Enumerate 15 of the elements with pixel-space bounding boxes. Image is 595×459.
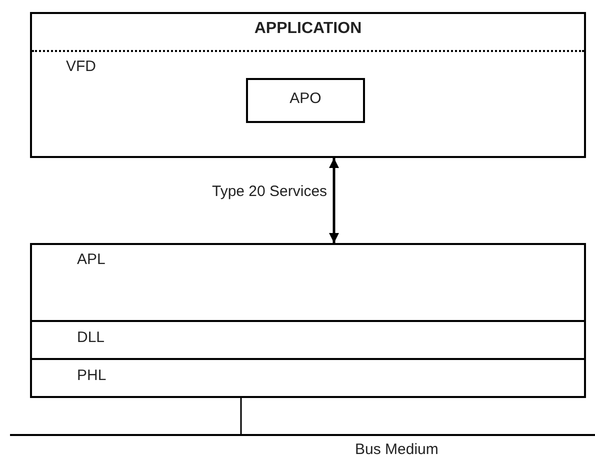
connector-line — [240, 398, 242, 434]
node-label: DLL — [77, 329, 105, 347]
process-box — [246, 78, 365, 123]
edge-label: Type 20 Services — [212, 183, 328, 201]
node-label: VFD — [66, 58, 96, 76]
node-label: Bus Medium — [355, 441, 438, 459]
node-label: APO — [288, 90, 322, 108]
heading: APPLICATION — [253, 20, 363, 38]
node-label: PHL — [77, 367, 106, 385]
layer-band — [30, 243, 586, 322]
application-box — [30, 12, 586, 158]
layer-band — [30, 358, 586, 398]
double-arrow — [329, 158, 339, 243]
layer-band — [30, 320, 586, 360]
node-label: APL — [77, 251, 106, 269]
